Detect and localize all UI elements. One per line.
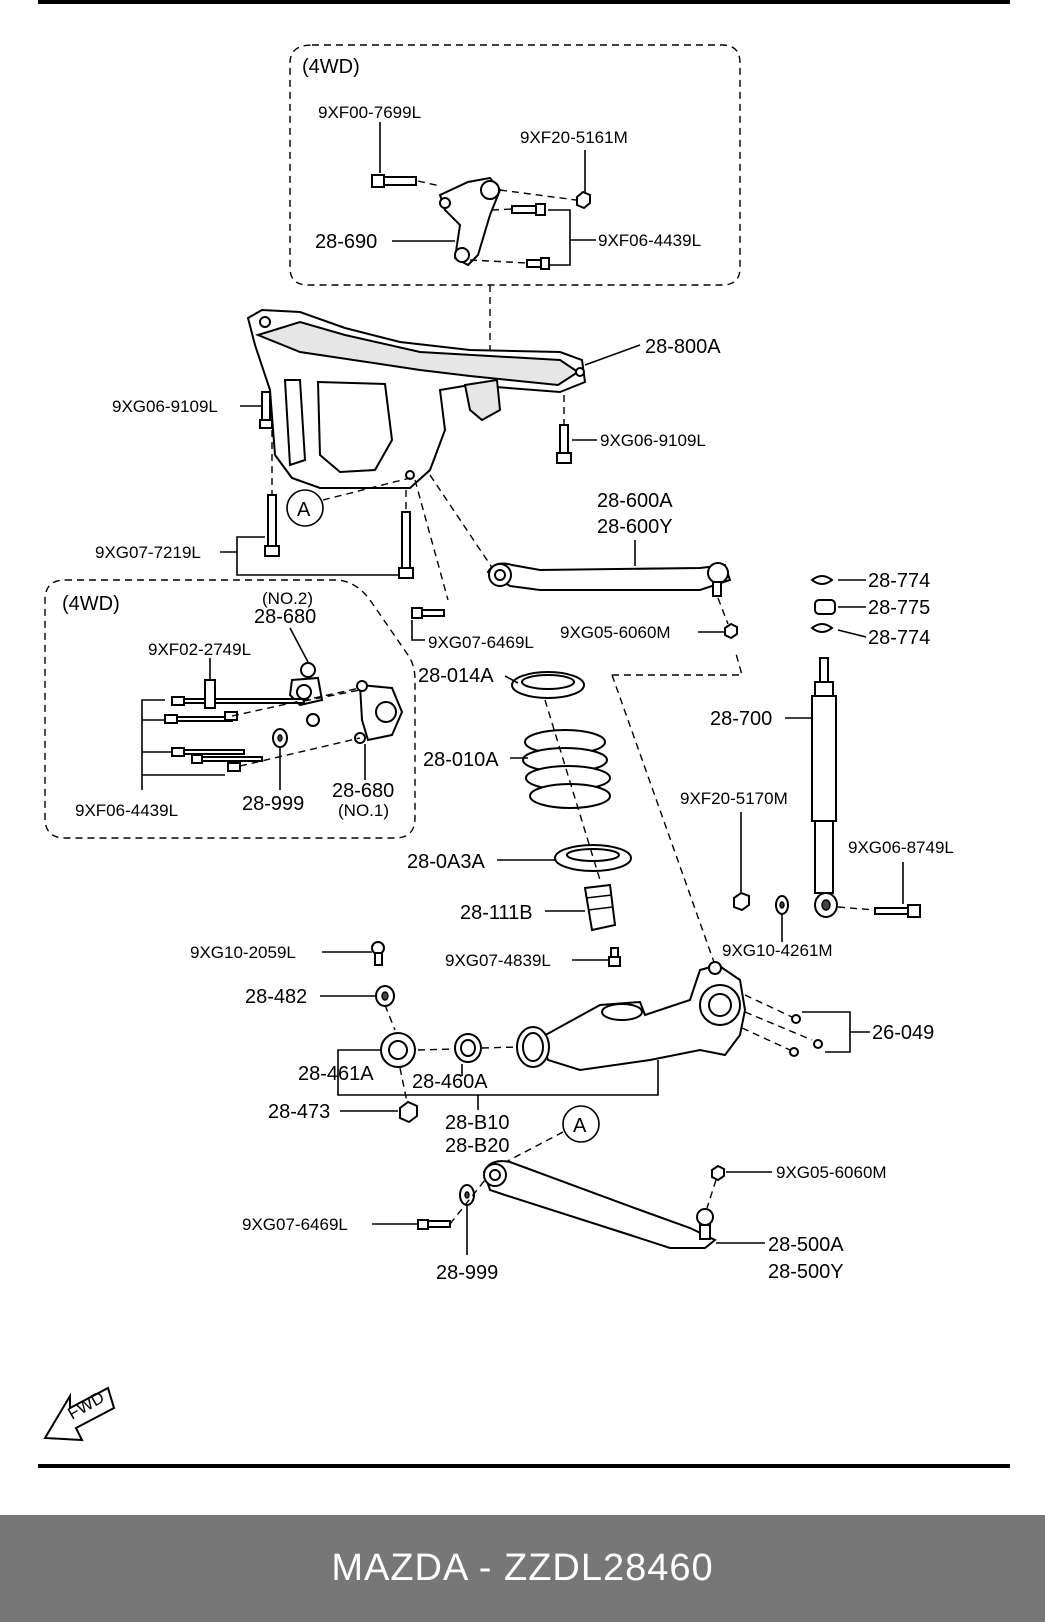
label-28-775: 28-775 bbox=[868, 597, 930, 619]
label-28-014a: 28-014A bbox=[418, 665, 494, 687]
bolt-9xg10-2059l bbox=[371, 941, 385, 966]
region-4wd-left-label: (4WD) bbox=[62, 593, 120, 615]
label-9xg06-9109l-left: 9XG06-9109L bbox=[112, 397, 218, 416]
label-no1: (NO.1) bbox=[338, 801, 389, 820]
knuckle-28-b10 bbox=[516, 961, 747, 1072]
washer-28-774-bottom bbox=[810, 623, 834, 633]
nut-9xg05-6060m-bottom bbox=[706, 1164, 725, 1209]
label-28-774-bottom: 28-774 bbox=[868, 627, 930, 649]
bolt-9xg07-4839l bbox=[608, 947, 621, 967]
callout-a-bottom-circle bbox=[562, 1105, 600, 1143]
label-28-800a: 28-800A bbox=[645, 336, 721, 358]
shock-absorber-28-700 bbox=[811, 657, 838, 918]
bolts-26-049 bbox=[741, 994, 823, 1057]
label-9xg07-7219l: 9XG07-7219L bbox=[95, 543, 201, 562]
bump-stop-28-111b bbox=[583, 883, 617, 932]
label-28-010a: 28-010A bbox=[423, 749, 499, 771]
label-28-680-top: 28-680 bbox=[254, 606, 316, 628]
label-28-473: 28-473 bbox=[268, 1101, 330, 1123]
label-28-999-bottom: 28-999 bbox=[436, 1262, 498, 1284]
label-28-690: 28-690 bbox=[315, 231, 377, 253]
label-28-700: 28-700 bbox=[710, 708, 772, 730]
callout-a-top: A bbox=[297, 499, 311, 521]
callout-a-bottom: A bbox=[573, 1115, 587, 1137]
upper-arm-28-600a bbox=[486, 562, 732, 597]
label-26-049: 26-049 bbox=[872, 1022, 934, 1044]
region-4wd-left-outline bbox=[44, 579, 416, 839]
spring-seat-28-0a3a bbox=[554, 844, 632, 872]
bolts-9xg07-7219l bbox=[264, 430, 414, 579]
label-28-500a: 28-500A bbox=[768, 1234, 844, 1256]
label-9xf20-5170m: 9XF20-5170M bbox=[680, 789, 788, 808]
coil-spring-28-010a bbox=[522, 729, 611, 809]
label-9xg07-6469l-mid: 9XG07-6469L bbox=[428, 633, 534, 652]
label-28-460a: 28-460A bbox=[412, 1071, 488, 1093]
label-9xf06-4439l-top: 9XF06-4439L bbox=[598, 231, 701, 250]
bolt-9xg07-6469l-mid bbox=[411, 607, 445, 619]
label-28-600y: 28-600Y bbox=[597, 516, 673, 538]
label-9xf02-2749l: 9XF02-2749L bbox=[148, 640, 251, 659]
bolt-9xg07-6469l-bottom bbox=[417, 1179, 486, 1230]
label-28-0a3a: 28-0A3A bbox=[407, 851, 485, 873]
suspension-parts-diagram: (4WD) 9XF00-7699L 9XF20-5161M 9XF06-4439… bbox=[38, 0, 1010, 1468]
label-9xf00-7699l: 9XF00-7699L bbox=[318, 103, 421, 122]
bushing-28-460a bbox=[417, 1033, 519, 1063]
label-28-482: 28-482 bbox=[245, 986, 307, 1008]
washer-28-774-top bbox=[810, 575, 834, 585]
label-9xf06-4439l-left: 9XF06-4439L bbox=[75, 801, 178, 820]
label-28-500y: 28-500Y bbox=[768, 1261, 844, 1283]
label-28-999-left: 28-999 bbox=[242, 793, 304, 815]
bolts-4wd-left bbox=[164, 687, 361, 772]
region-4wd-top-label: (4WD) bbox=[302, 56, 360, 78]
sleeve-9xf02-2749l bbox=[204, 679, 216, 709]
nut-28-473 bbox=[399, 1067, 418, 1124]
lower-arm-28-500a bbox=[482, 1160, 717, 1249]
label-9xf20-5161m: 9XF20-5161M bbox=[520, 128, 628, 147]
label-28-680-bottom: 28-680 bbox=[332, 780, 394, 802]
label-28-461a: 28-461A bbox=[298, 1063, 374, 1085]
washer-28-482 bbox=[375, 985, 395, 1007]
label-9xg05-6060m-bottom: 9XG05-6060M bbox=[776, 1163, 887, 1182]
bolt-9xg06-9109l-right bbox=[556, 395, 572, 464]
bracket-28-690 bbox=[438, 176, 502, 267]
label-9xg06-8749l: 9XG06-8749L bbox=[848, 838, 954, 857]
footer-caption: MAZDA - ZZDL28460 bbox=[331, 1547, 714, 1589]
label-28-774-top: 28-774 bbox=[868, 570, 930, 592]
bolt-9xg06-8749l bbox=[837, 904, 921, 918]
nut-9xf20-5161m bbox=[499, 189, 591, 210]
nut-9xf20-5170m bbox=[733, 891, 750, 912]
fwd-arrow-icon bbox=[43, 1386, 116, 1442]
spring-seat-28-014a bbox=[511, 671, 585, 699]
nut-9xg05-6060m-mid bbox=[717, 597, 738, 640]
region-4wd-top-outline bbox=[289, 44, 741, 286]
callout-a-top-circle bbox=[286, 489, 324, 527]
washer-28-999-left bbox=[272, 728, 288, 748]
bolt-9xg06-9109l-left bbox=[259, 391, 273, 429]
label-28-111b: 28-111B bbox=[460, 902, 533, 924]
crossmember-28-800a bbox=[246, 308, 587, 489]
mount-28-680-no2 bbox=[288, 662, 324, 727]
label-9xg10-2059l: 9XG10-2059L bbox=[190, 943, 296, 962]
label-9xg07-4839l: 9XG07-4839L bbox=[445, 951, 551, 970]
label-9xg05-6060m-mid: 9XG05-6060M bbox=[560, 623, 671, 642]
label-9xg07-6469l-bottom: 9XG07-6469L bbox=[242, 1215, 348, 1234]
mount-28-680-no1 bbox=[354, 680, 404, 744]
bushing-28-461a bbox=[380, 1004, 416, 1068]
bushing-28-775 bbox=[814, 599, 836, 615]
label-9xg10-4261m: 9XG10-4261M bbox=[722, 941, 833, 960]
label-28-600a: 28-600A bbox=[597, 490, 673, 512]
bolt-9xf00-7699l bbox=[371, 174, 441, 188]
footer-bar: MAZDA - ZZDL28460 bbox=[0, 1515, 1045, 1622]
label-9xg06-9109l-right: 9XG06-9109L bbox=[600, 431, 706, 450]
washer-9xg10-4261m bbox=[775, 895, 789, 915]
label-no2: (NO.2) bbox=[262, 589, 313, 608]
label-28-b20: 28-B20 bbox=[445, 1135, 510, 1157]
label-28-b10: 28-B10 bbox=[445, 1112, 510, 1134]
bolts-9xf06-4439l-top bbox=[469, 203, 550, 270]
washer-28-999-bottom bbox=[459, 1184, 475, 1206]
